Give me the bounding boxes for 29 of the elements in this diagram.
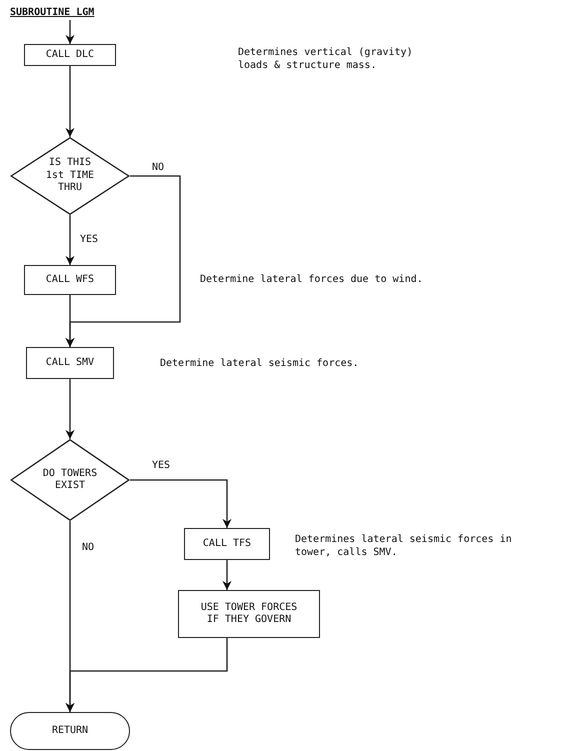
flow-arrow [65,638,228,712]
node-label: CALL DLC [46,48,94,62]
flow-arrow [222,560,232,590]
annotation-text: Determine lateral forces due to wind. [200,274,424,286]
node-label: DO TOWERS EXIST [42,468,98,492]
annotation-text: Determines vertical (gravity) loads & structure mass. [238,47,414,72]
process-box [24,44,116,66]
node-label: CALL TFS [202,538,252,550]
decision-diamond [10,439,130,521]
flow-arrow [65,20,75,44]
process-box [24,265,116,295]
flow-arrow [65,215,75,265]
annotation-text: Determine lateral seismic forces. [160,358,360,370]
node-label: IS THIS 1st TIME THRU [44,157,96,195]
node-label: CALL SMV [46,356,94,370]
process-box [178,590,320,638]
node-label: RETURN [52,724,88,738]
terminal-shape [10,712,130,750]
flow-arrow [65,295,75,347]
flow-arrow [65,379,75,439]
process-box [26,347,114,379]
annotation-text: Determines lateral seismic forces in tower, calls SMV. [295,534,513,559]
node-label: CALL WFS [46,274,94,286]
heading-text: SUBROUTINE LGM [10,4,130,20]
node-label: USE TOWER FORCES IF THEY GOVERN [200,602,298,626]
flow-arrow [130,479,232,528]
flow-arrow [65,66,75,137]
decision-diamond [10,137,130,215]
process-box [184,528,270,560]
